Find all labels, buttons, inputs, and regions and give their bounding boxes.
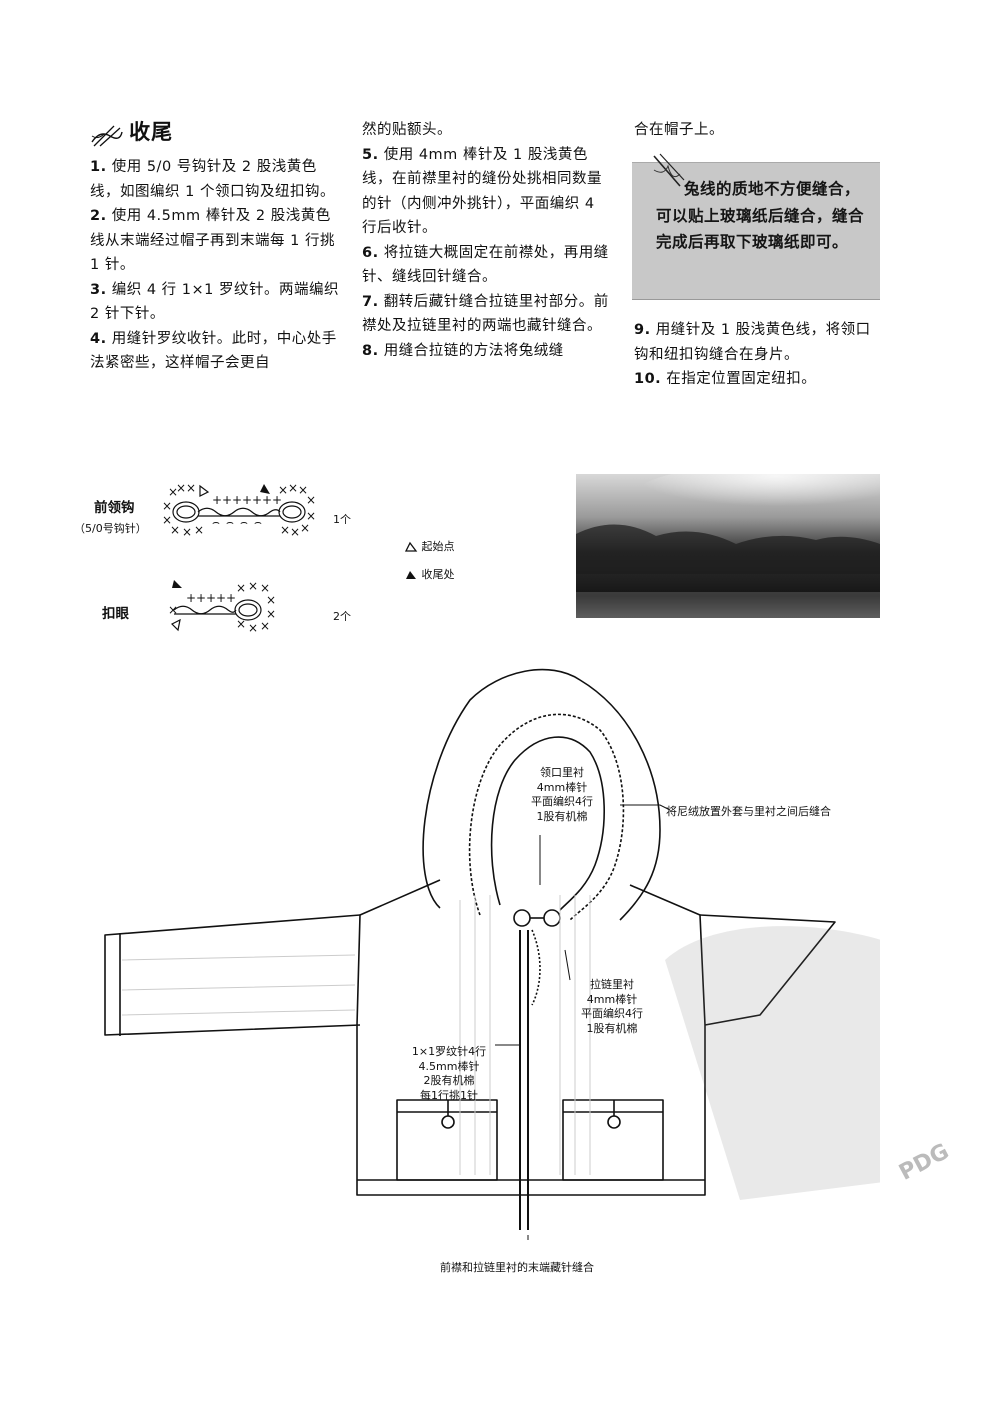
legend-end: 收尾处 — [404, 566, 455, 582]
svg-text:+: + — [186, 591, 196, 605]
svg-text:×: × — [176, 481, 186, 495]
step-4: 4. 用缝针罗纹收针。此时，中心处手法紧密些，这样帽子会更自 — [90, 330, 337, 372]
step-4-cont: 然的贴额头。 — [362, 122, 452, 138]
bottom-note-callout: 前襟和拉链里衬的末端藏针缝合 — [440, 1261, 594, 1274]
front-collar-hook-size: （5/0号钩针） — [74, 522, 147, 535]
svg-text:+: + — [242, 493, 252, 507]
tip-box — [632, 162, 880, 300]
hood-outline — [422, 668, 661, 921]
svg-text:×: × — [236, 581, 246, 595]
front-collar-chart: ××× +++++++ ×××× ×××× ××××× ⌢⌢⌢⌢ — [162, 481, 316, 539]
rib-callout: 1×1罗纹针4行 4.5mm棒针 2股有机棉 每1行挑1针 — [411, 1045, 487, 1102]
instructions-column-2: 然的贴额头。 5. 使用 4mm 棒针及 1 股浅黄色线，在前襟里衬的缝份处挑相… — [362, 118, 612, 363]
svg-text:⌢: ⌢ — [240, 515, 248, 529]
step-7: 7. 翻转后藏针缝合拉链里衬部分。前襟处及拉链里衬的两端也藏针缝合。 — [362, 293, 609, 335]
buttonhole-chart: +++++ ×××× ×××× × — [168, 579, 276, 634]
step-8: 8. 用缝合拉链的方法将兔绒缝 — [362, 342, 564, 359]
svg-text:×: × — [248, 579, 258, 593]
buttonhole-label: 扣眼 — [102, 606, 129, 622]
svg-text:×: × — [182, 525, 192, 539]
svg-text:×: × — [162, 499, 172, 513]
svg-text:×: × — [278, 483, 288, 497]
step-6: 6. 将拉链大概固定在前襟处，再用缝针、缝线回针缝合。 — [362, 244, 609, 286]
end-point-icon — [406, 571, 416, 579]
svg-text:×: × — [266, 593, 276, 607]
svg-text:⌢: ⌢ — [212, 515, 220, 529]
start-point-icon — [404, 541, 418, 552]
right-pocket — [562, 1099, 664, 1181]
svg-text:⌢: ⌢ — [226, 515, 234, 529]
svg-text:×: × — [288, 481, 298, 495]
step-8-cont: 合在帽子上。 — [634, 122, 724, 138]
svg-text:+: + — [226, 591, 236, 605]
svg-text:×: × — [248, 621, 258, 634]
svg-text:×: × — [260, 581, 270, 595]
jacket-diagram — [104, 668, 880, 1240]
instructions-column-1: 1. 使用 5/0 号钩针及 2 股浅黄色线，如图编织 1 个领口钩及纽扣钩。 … — [90, 155, 340, 376]
zipper-lining-callout: 拉链里衬 4mm棒针 平面编织4行 1股有机棉 — [581, 978, 643, 1035]
zipper — [519, 930, 529, 1230]
step-3: 3. 编织 4 行 1×1 罗纹针。两端编织 2 针下针。 — [90, 281, 339, 323]
step-10: 10. 在指定位置固定纽扣。 — [634, 371, 817, 387]
fur-note-callout: 将尼绒放置外套与里衬之间后缝合 — [666, 805, 831, 818]
section-heading: 收尾 — [90, 116, 173, 148]
collar-lining-callout: 领口里衬 4mm棒针 平面编织4行 1股有机棉 — [531, 766, 593, 823]
jacket-body — [356, 879, 706, 1196]
section-title: 收尾 — [129, 120, 174, 144]
svg-text:×: × — [290, 525, 300, 539]
svg-text:×: × — [298, 483, 308, 497]
step-9: 9. 用缝针及 1 股浅黄色线，将领口钩和纽扣钩缝合在身片。 — [634, 322, 871, 363]
front-collar-count: 1个 — [333, 513, 351, 526]
svg-text:×: × — [168, 485, 178, 499]
right-sleeve — [699, 914, 836, 1026]
svg-text:+: + — [272, 493, 282, 507]
instructions-column-3-bottom: 9. 用缝针及 1 股浅黄色线，将领口钩和纽扣钩缝合在身片。 10. 在指定位置… — [634, 318, 884, 392]
svg-text:+: + — [232, 493, 242, 507]
svg-text:×: × — [280, 523, 290, 537]
step-1: 1. 使用 5/0 号钩针及 2 股浅黄色线，如图编织 1 个领口钩及纽扣钩。 — [90, 159, 335, 200]
svg-text:+: + — [206, 591, 216, 605]
svg-text:×: × — [186, 481, 196, 495]
svg-text:×: × — [236, 617, 246, 631]
svg-text:×: × — [162, 513, 172, 527]
svg-text:+: + — [212, 493, 222, 507]
fur-trim — [468, 713, 625, 921]
svg-text:×: × — [260, 619, 270, 633]
svg-text:⌢: ⌢ — [254, 515, 262, 529]
left-sleeve — [104, 914, 361, 1036]
buttonhole-count: 2个 — [333, 610, 351, 623]
svg-text:×: × — [306, 493, 316, 507]
legend-start: 起始点 — [404, 538, 455, 554]
watermark-text: PDG — [895, 1139, 954, 1186]
fur-trim-photo — [576, 474, 880, 618]
left-pocket — [396, 1099, 498, 1181]
instructions-column-3-top: 合在帽子上。 — [634, 118, 884, 143]
needle-icon — [653, 153, 685, 187]
yarn-needles-icon — [91, 125, 123, 146]
tip-text: 兔线的质地不方便缝合，可以贴上玻璃纸后缝合，缝合完成后再取下玻璃纸即可。 — [656, 180, 865, 251]
svg-text:×: × — [170, 523, 180, 537]
svg-text:+: + — [222, 493, 232, 507]
front-collar-label: 前领钩 — [94, 500, 135, 516]
svg-text:+: + — [216, 591, 226, 605]
step-5: 5. 使用 4mm 棒针及 1 股浅黄色线，在前襟里衬的缝份处挑相同数量的针（内… — [362, 146, 602, 237]
svg-text:×: × — [300, 521, 310, 535]
step-2: 2. 使用 4.5mm 棒针及 2 股浅黄色线从末端经过帽子再到末端每 1 行挑… — [90, 208, 335, 273]
svg-text:×: × — [168, 603, 178, 617]
svg-text:+: + — [262, 493, 272, 507]
svg-text:+: + — [196, 591, 206, 605]
svg-text:×: × — [266, 607, 276, 621]
svg-text:×: × — [194, 523, 204, 537]
svg-text:×: × — [306, 509, 316, 523]
svg-text:+: + — [252, 493, 262, 507]
